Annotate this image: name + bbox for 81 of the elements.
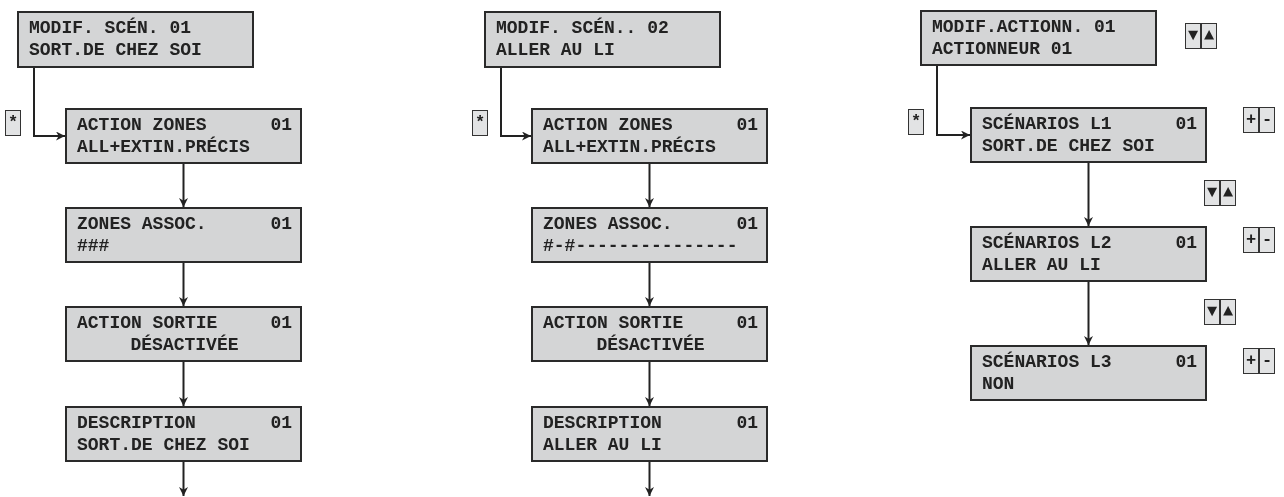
key-label: *: [908, 109, 924, 135]
display-text: MODIF. SCÉN.. 02: [496, 17, 670, 39]
display-text: 01: [736, 312, 758, 334]
display-text: MODIF.ACTIONN. 01: [932, 16, 1117, 38]
keypad-key: ▲: [1201, 23, 1217, 49]
display-text: ACTION SORTIE: [543, 312, 684, 334]
arrow: [179, 262, 188, 307]
lcd-display: [65, 306, 302, 362]
lcd-display: [970, 107, 1207, 163]
display-text: MODIF. SCÉN. 01: [29, 17, 193, 39]
lcd-display: [970, 226, 1207, 282]
keypad-key: -: [1259, 348, 1275, 374]
keypad-key: -: [1259, 107, 1275, 133]
keypad-key: +: [1243, 107, 1259, 133]
display-text: ACTION ZONES: [543, 114, 673, 136]
keypad-key: -: [1259, 227, 1275, 253]
arrow: [33, 67, 66, 141]
display-text: 01: [270, 412, 292, 434]
arrow: [500, 67, 532, 141]
display-text: 01: [1175, 113, 1197, 135]
display-text: SCÉNARIOS L1: [982, 113, 1112, 135]
lcd-display: [65, 406, 302, 462]
display-text: 01: [270, 114, 292, 136]
display-text: SORT.DE CHEZ SOI: [982, 135, 1156, 157]
key-label: *: [472, 110, 488, 136]
arrow: [936, 65, 971, 140]
display-text: 01: [736, 114, 758, 136]
arrow: [1084, 162, 1093, 227]
arrow: [179, 361, 188, 407]
display-text: ALLER AU LI: [982, 254, 1102, 276]
lcd-display: [920, 10, 1157, 66]
arrow: [1084, 281, 1093, 346]
display-text: 01: [1175, 232, 1197, 254]
display-text: SCÉNARIOS L3: [982, 351, 1112, 373]
display-text: ACTION ZONES: [77, 114, 207, 136]
display-text: ALLER AU LI: [543, 434, 663, 456]
arrow: [645, 361, 654, 407]
display-text: #-#---------------: [543, 235, 739, 257]
keypad-key: ▼: [1204, 299, 1220, 325]
display-text: 01: [736, 213, 758, 235]
display-text: ACTION SORTIE: [77, 312, 218, 334]
keypad-key: ▲: [1220, 180, 1236, 206]
display-text: DESCRIPTION: [77, 412, 196, 434]
display-text: SORT.DE CHEZ SOI: [77, 434, 251, 456]
arrow: [645, 163, 654, 208]
keypad-key: ▼: [1204, 180, 1220, 206]
display-text: SCÉNARIOS L2: [982, 232, 1112, 254]
display-text: ALLER AU LI: [496, 39, 616, 61]
lcd-display: [484, 11, 721, 68]
display-text: NON: [982, 373, 1016, 395]
lcd-display: [17, 11, 254, 68]
display-text: 01: [1175, 351, 1197, 373]
lcd-display: [970, 345, 1207, 401]
display-text: ALL+EXTIN.PRÉCIS: [77, 136, 251, 158]
display-text: SORT.DE CHEZ SOI: [29, 39, 203, 61]
arrow: [179, 461, 188, 497]
display-text: 01: [270, 312, 292, 334]
keypad-key: +: [1243, 348, 1259, 374]
keypad-key: +: [1243, 227, 1259, 253]
keypad-key: ▼: [1185, 23, 1201, 49]
display-text: ALL+EXTIN.PRÉCIS: [543, 136, 717, 158]
lcd-display: [531, 306, 768, 362]
arrow: [179, 163, 188, 208]
lcd-display: [531, 406, 768, 462]
display-text: DÉSACTIVÉE: [595, 334, 706, 356]
display-text: ###: [77, 235, 111, 257]
lcd-display: [65, 108, 302, 164]
display-text: ACTIONNEUR 01: [932, 38, 1074, 60]
display-text: DÉSACTIVÉE: [129, 334, 240, 356]
lcd-display: [531, 108, 768, 164]
key-label: *: [5, 110, 21, 136]
display-text: ZONES ASSOC.: [543, 213, 673, 235]
keypad-key: ▲: [1220, 299, 1236, 325]
lcd-display: [65, 207, 302, 263]
display-text: DESCRIPTION: [543, 412, 662, 434]
arrow: [645, 262, 654, 307]
lcd-display: [531, 207, 768, 263]
display-text: 01: [736, 412, 758, 434]
arrow: [645, 461, 654, 497]
display-text: 01: [270, 213, 292, 235]
display-text: ZONES ASSOC.: [77, 213, 207, 235]
